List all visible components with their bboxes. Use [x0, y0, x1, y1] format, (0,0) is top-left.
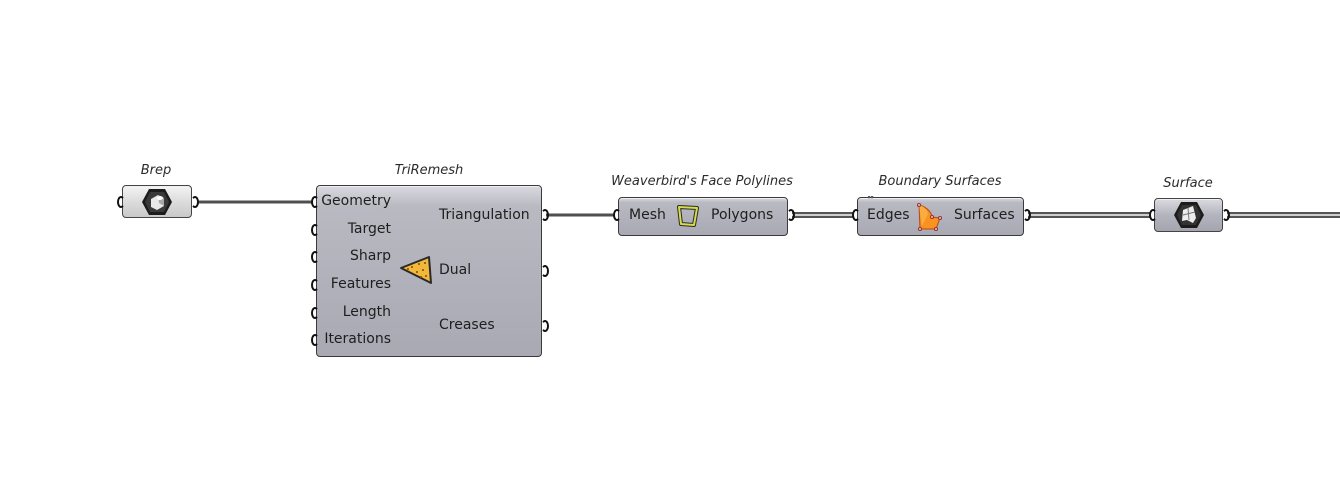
brep-parameter[interactable] [122, 185, 192, 218]
input-features[interactable]: Features [330, 276, 391, 292]
grip-features[interactable] [311, 279, 319, 291]
triangle-mesh-icon [400, 256, 432, 284]
grip-mesh[interactable] [613, 209, 621, 221]
triremesh-component[interactable]: Geometry Target Sharp Features Length It… [316, 185, 542, 357]
brep-nickname: Brep [140, 163, 172, 178]
grip-length[interactable] [311, 307, 319, 319]
list-access-marker-icon [868, 196, 874, 199]
surface-output-grip[interactable] [1222, 209, 1230, 221]
output-dual[interactable]: Dual [439, 262, 472, 278]
brep-hexagon-icon [142, 189, 172, 215]
input-length[interactable]: Length [342, 304, 391, 320]
surface-parameter[interactable] [1154, 198, 1223, 232]
boundary-surfaces-nickname: Boundary Surfaces [878, 174, 1002, 189]
output-polygons[interactable]: Polygons [711, 207, 774, 223]
output-triangulation[interactable]: Triangulation [439, 207, 530, 223]
face-polylines-nickname: Weaverbird's Face Polylines [611, 174, 793, 189]
face-polylines-component[interactable]: Mesh Polygons [618, 197, 788, 236]
output-creases[interactable]: Creases [439, 317, 495, 333]
boundary-surface-icon [917, 202, 942, 231]
face-polyline-icon [677, 205, 699, 227]
grip-triangulation[interactable] [541, 209, 549, 221]
surface-nickname: Surface [1163, 176, 1213, 191]
surface-input-grip[interactable] [1149, 209, 1157, 221]
input-geometry[interactable]: Geometry [321, 193, 391, 209]
grip-edges[interactable] [852, 209, 860, 221]
grip-surfaces[interactable] [1023, 209, 1031, 221]
input-mesh[interactable]: Mesh [629, 207, 666, 223]
grip-polygons[interactable] [787, 209, 795, 221]
output-surfaces[interactable]: Surfaces [954, 207, 1015, 223]
input-iterations[interactable]: Iterations [324, 331, 391, 347]
brep-output-grip[interactable] [191, 196, 199, 208]
input-target[interactable]: Target [347, 221, 391, 237]
grip-iterations[interactable] [311, 334, 319, 346]
brep-input-grip[interactable] [117, 196, 125, 208]
input-sharp[interactable]: Sharp [350, 248, 391, 264]
grip-geometry[interactable] [311, 196, 319, 208]
surface-hexagon-icon [1174, 202, 1204, 228]
input-edges[interactable]: Edges [867, 207, 910, 223]
grip-target[interactable] [311, 224, 319, 236]
triremesh-nickname: TriRemesh [394, 163, 464, 178]
grip-sharp[interactable] [311, 251, 319, 263]
grip-creases[interactable] [541, 320, 549, 332]
boundary-surfaces-component[interactable]: Edges Surfaces [857, 196, 1024, 236]
grip-dual[interactable] [541, 265, 549, 277]
